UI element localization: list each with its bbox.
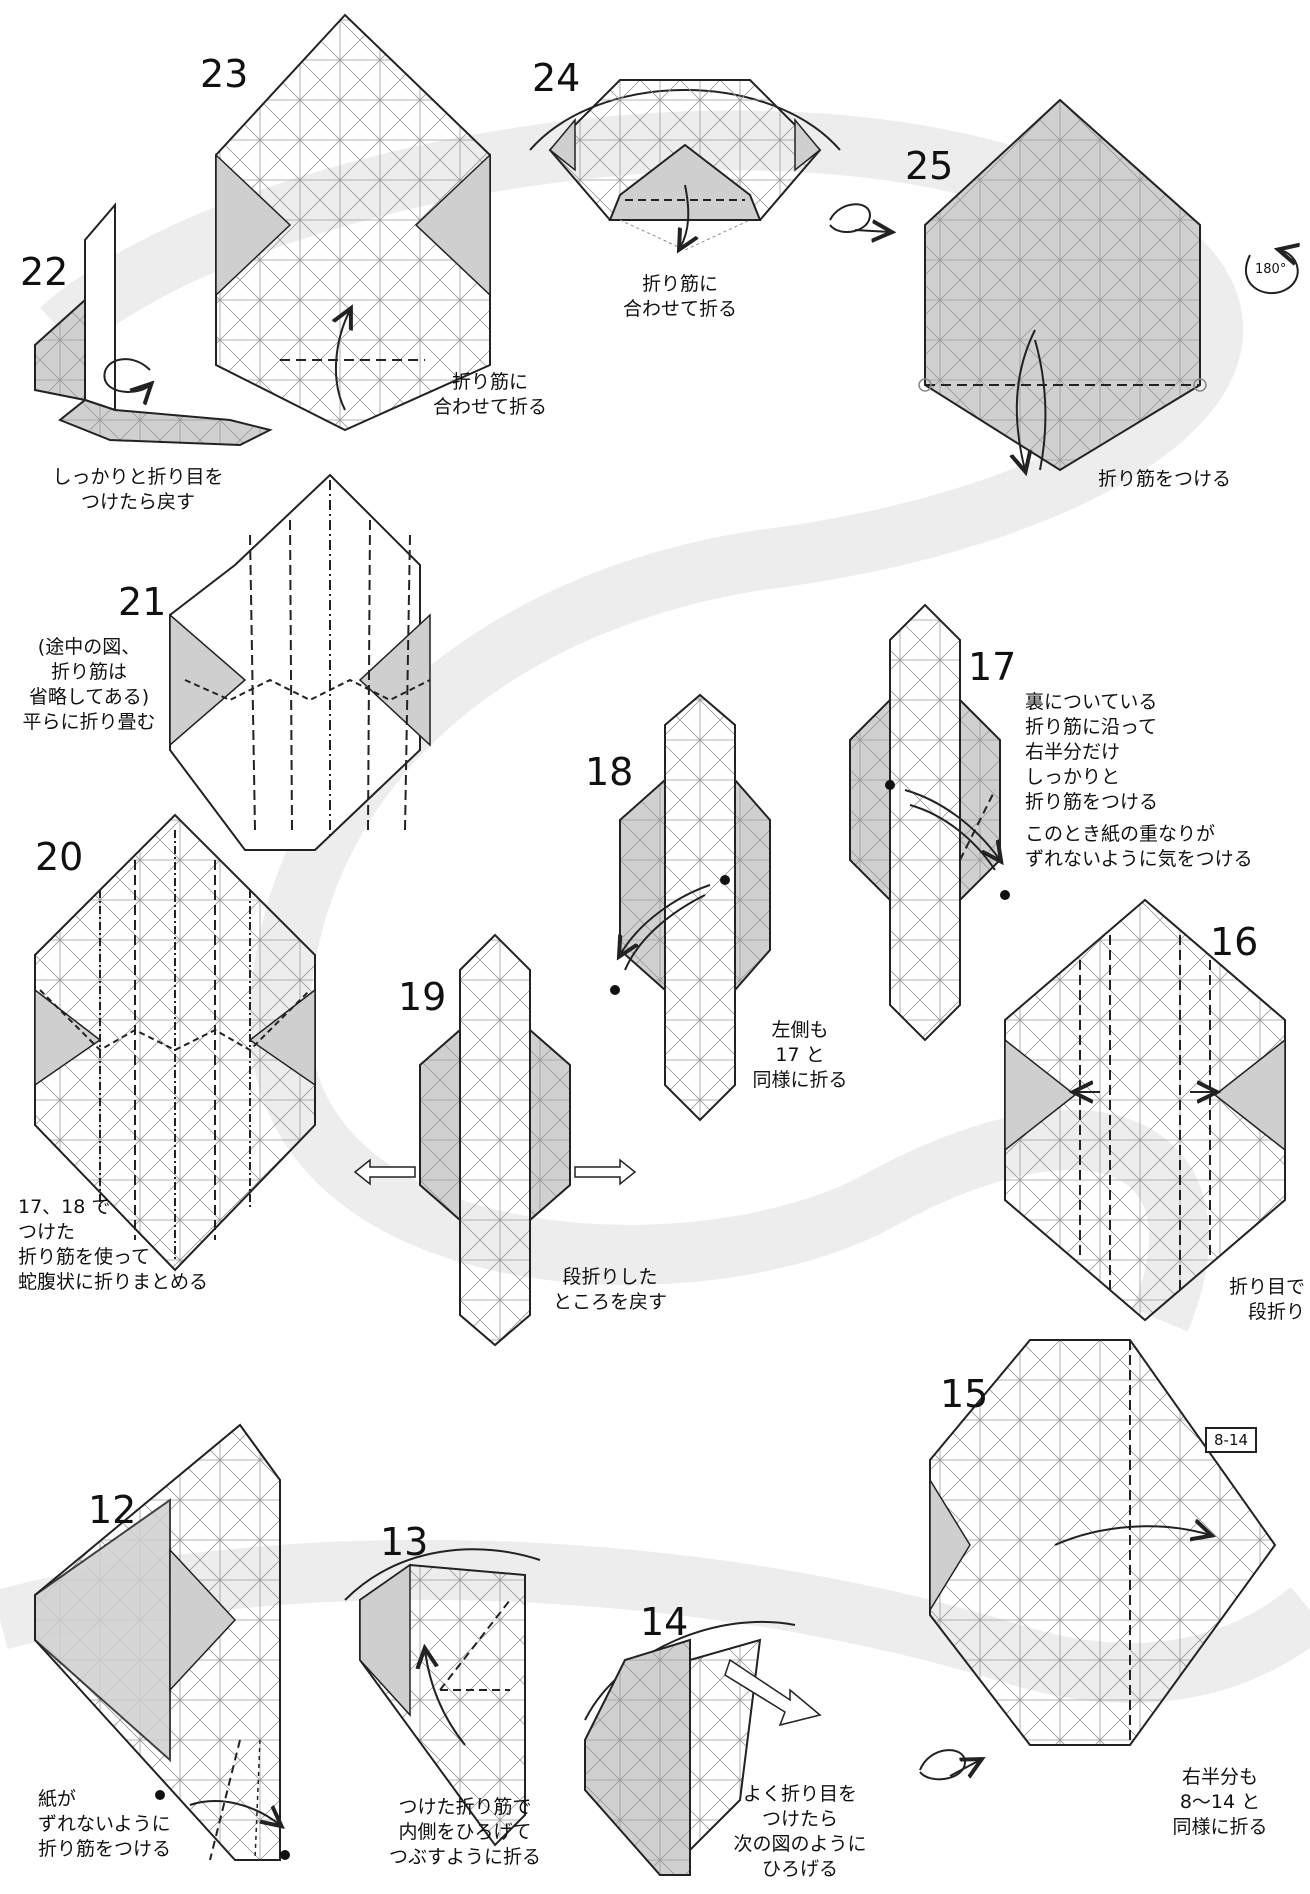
step-number-15: 15 [940, 1372, 988, 1416]
step-number-16: 16 [1210, 920, 1258, 964]
step-number-17: 17 [968, 645, 1016, 689]
step-12-caption: 紙が ずれないように 折り筋をつける [38, 1787, 171, 1862]
step-22-caption: しっかりと折り目を つけたら戻す [28, 465, 248, 515]
step-23-diagram [216, 15, 490, 430]
step-number-25: 25 [905, 144, 953, 188]
step-number-21: 21 [118, 580, 166, 624]
step-17-note: このとき紙の重なりが ずれないように気をつける [1025, 822, 1253, 872]
step-13-caption: つけた折り筋で 内側をひろげて つぶすように折る [365, 1795, 565, 1870]
step-16-caption: 折り目で 段折り [1200, 1275, 1305, 1325]
step-number-22: 22 [20, 250, 68, 294]
turn-over-icon-2 [920, 1750, 980, 1779]
step-number-20: 20 [35, 835, 83, 879]
step-14-caption: よく折り目を つけたら 次の図のように ひろげる [705, 1782, 895, 1882]
step-number-24: 24 [532, 56, 580, 100]
step-15-reference-box: 8-14 [1205, 1427, 1257, 1453]
step-24-caption: 折り筋に 合わせて折る [605, 272, 755, 322]
step-23-caption: 折り筋に 合わせて折る [415, 370, 565, 420]
step-25-caption: 折り筋をつける [1098, 467, 1231, 492]
step-21-diagram [170, 475, 430, 850]
turn-over-icon [830, 204, 890, 232]
step-19-caption: 段折りした ところを戻す [540, 1265, 680, 1315]
step-number-13: 13 [380, 1520, 428, 1564]
step-24-diagram [530, 80, 840, 250]
step-number-12: 12 [88, 1488, 136, 1532]
step-20-caption: 17、18 で つけた 折り筋を使って 蛇腹状に折りまとめる [18, 1195, 208, 1295]
step-18-caption: 左側も 17 と 同様に折る [740, 1018, 860, 1093]
step-number-23: 23 [200, 52, 248, 96]
step-21-caption: (途中の図、 折り筋は 省略してある) 平らに折り畳む [0, 635, 178, 735]
step-17-caption: 裏についている 折り筋に沿って 右半分だけ しっかりと 折り筋をつける [1025, 690, 1158, 815]
step-number-18: 18 [585, 750, 633, 794]
step-number-14: 14 [640, 1600, 688, 1644]
step-number-19: 19 [398, 975, 446, 1019]
rotate-180-label: 180° [1255, 262, 1286, 277]
step-15-caption: 右半分も 8〜14 と 同様に折る [1150, 1765, 1290, 1840]
